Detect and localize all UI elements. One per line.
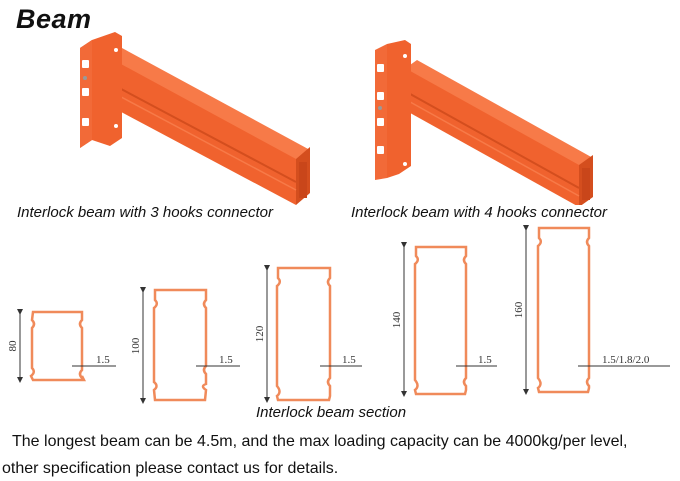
beam-sections-diagram: 80 100 120 140 160 1.5 1.5 1.5 1.5 1.5/1… <box>7 225 670 404</box>
page-title: Beam <box>16 4 92 34</box>
section-120-height-label: 120 <box>254 325 266 342</box>
section-120-thickness-label: 1.5 <box>342 354 356 366</box>
section-80-height-label: 80 <box>7 340 19 352</box>
section-caption: Interlock beam section <box>256 404 407 421</box>
beam-4-hooks-caption: Interlock beam with 4 hooks connector <box>351 204 607 221</box>
section-100-height-label: 100 <box>130 337 142 354</box>
section-140-thickness-label: 1.5 <box>478 354 492 366</box>
section-160-height-label: 160 <box>513 301 525 318</box>
section-140-height-label: 140 <box>391 311 403 328</box>
section-100-thickness-label: 1.5 <box>219 354 233 366</box>
footer-line-1: The longest beam can be 4.5m, and the ma… <box>12 433 628 450</box>
footer-line-2: other specification please contact us fo… <box>2 460 339 477</box>
beam-3-hooks-caption: Interlock beam with 3 hooks connector <box>17 204 273 221</box>
beam-4-hooks-illustration <box>375 40 593 205</box>
section-80-thickness-label: 1.5 <box>96 354 110 366</box>
section-160-thickness-label: 1.5/1.8/2.0 <box>602 354 650 366</box>
beam-3-hooks-illustration <box>80 32 310 205</box>
